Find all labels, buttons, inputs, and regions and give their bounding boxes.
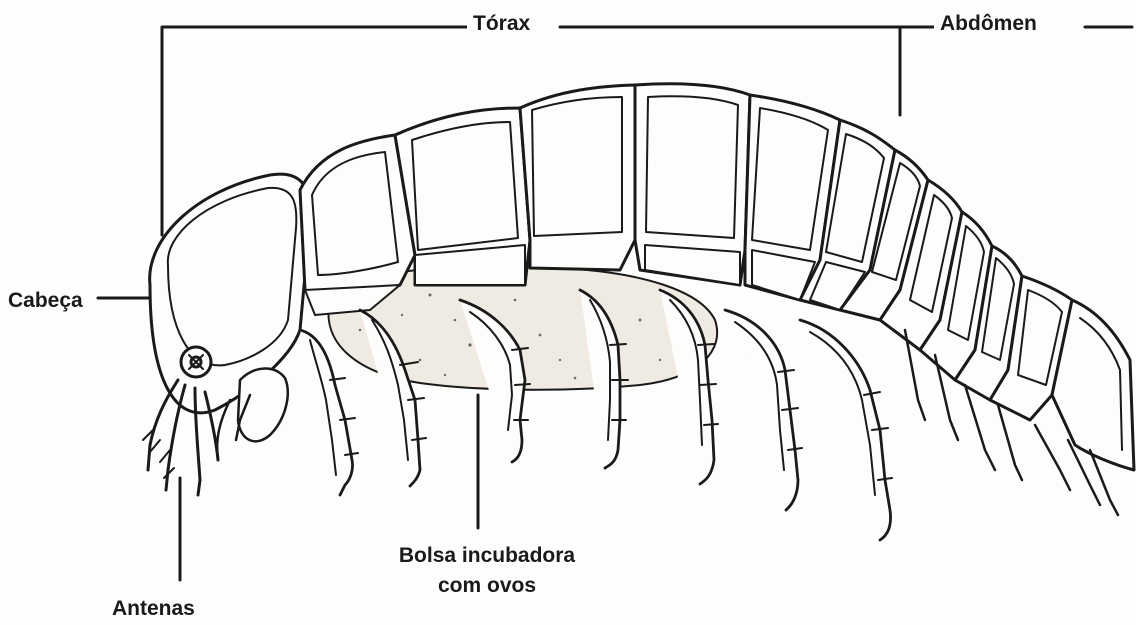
antennae-label: Antenas (112, 598, 195, 619)
brood-pouch-label-line2: com ovos (362, 571, 612, 601)
thorax-label: Tórax (467, 13, 536, 34)
brood-pouch-label-line1: Bolsa incubadora (362, 541, 612, 571)
brood-pouch-label: Bolsa incubadora com ovos (362, 541, 612, 602)
head-label: Cabeça (8, 290, 87, 311)
abdomen-label: Abdômen (934, 13, 1043, 34)
head-segment (150, 174, 311, 413)
eye-icon (181, 347, 211, 377)
abdomen-segments (880, 180, 1134, 470)
